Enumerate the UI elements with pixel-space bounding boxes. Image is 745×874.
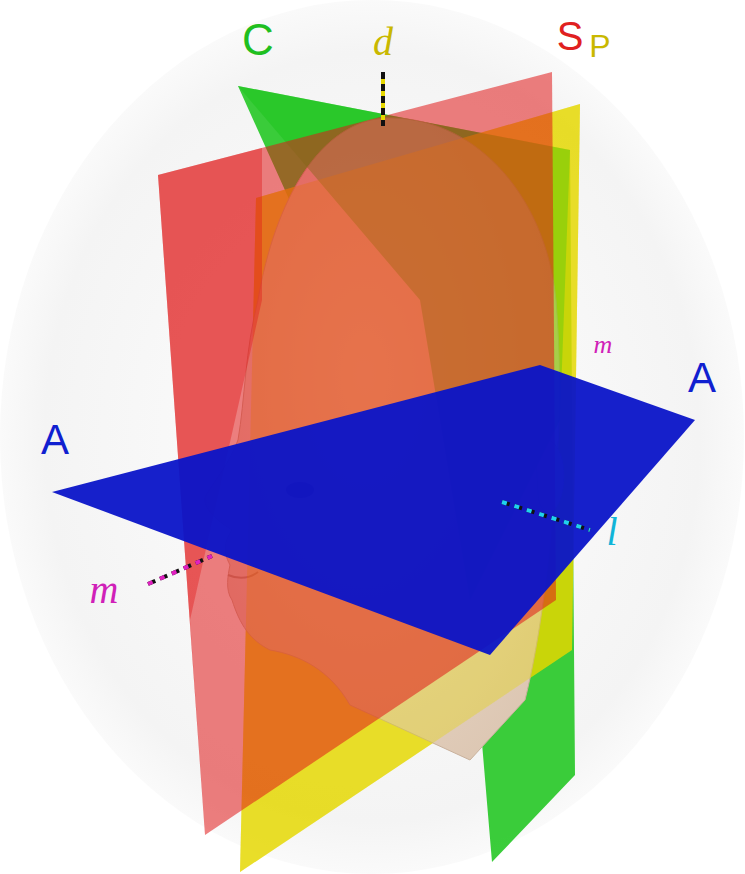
plane-letter: A — [688, 357, 716, 399]
line-m — [148, 556, 212, 584]
line-d-dash — [381, 79, 385, 126]
line-m-dash — [148, 556, 212, 584]
axial-plane — [52, 365, 695, 655]
line-l-dash — [502, 502, 590, 530]
line-letter: l — [606, 512, 617, 552]
line-letter: d — [373, 22, 393, 62]
line-letter: m — [90, 570, 119, 610]
plane-letter: S — [557, 16, 584, 56]
plane-letter: A — [41, 419, 69, 461]
plane-letter: C — [242, 18, 274, 62]
plane-letter: P — [589, 30, 610, 62]
line-letter: m — [594, 332, 613, 358]
line-l — [502, 502, 590, 530]
line-d — [381, 72, 385, 126]
